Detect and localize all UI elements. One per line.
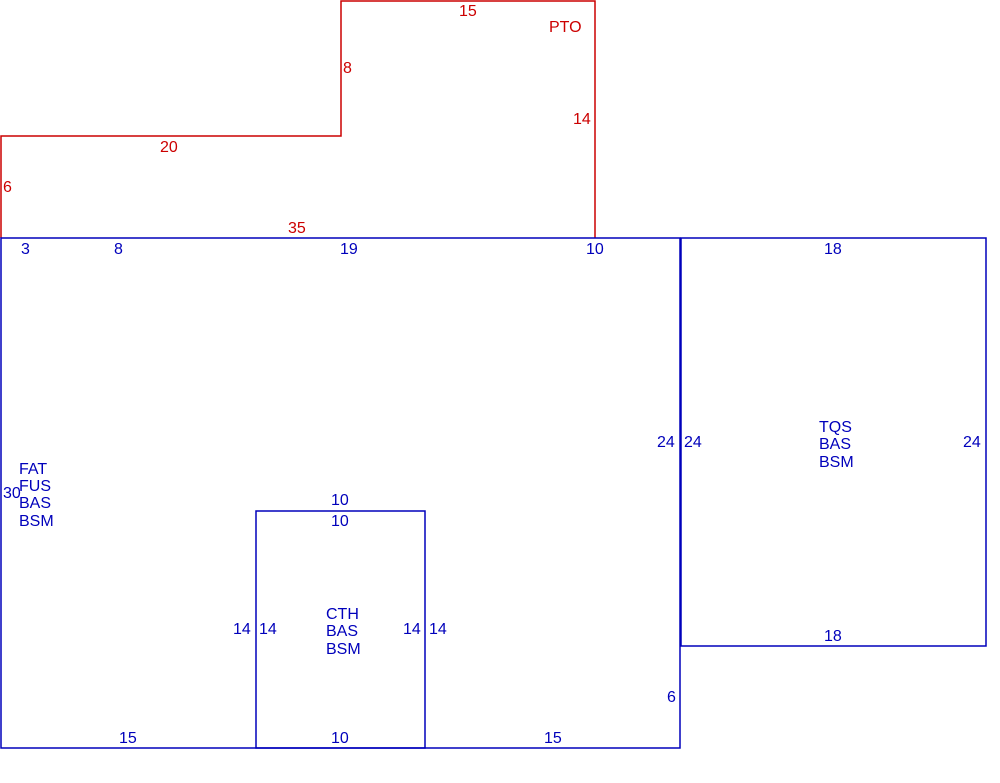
main-area-group: 3 8 19 10 30 24 6 15 15 FAT FUS BAS BSM (0, 237, 681, 749)
inner-dim-right-outer: 14 (429, 621, 447, 638)
side-dim-right: 24 (963, 434, 981, 451)
side-area-outline (680, 237, 987, 647)
main-area-code-1: FAT (19, 461, 47, 478)
main-dim-bottom-left: 15 (119, 730, 137, 747)
side-area-group: 18 24 24 18 TQS BAS BSM (680, 237, 987, 647)
main-dim-top-d: 10 (586, 241, 604, 258)
patio-dim-step: 8 (343, 60, 352, 77)
side-area-code-3: BSM (819, 454, 854, 471)
side-area-code-1: TQS (819, 419, 852, 436)
inner-dim-top-inner: 10 (331, 513, 349, 530)
side-dim-top: 18 (824, 241, 842, 258)
inner-dim-bottom: 10 (331, 730, 349, 747)
main-dim-top-c: 19 (340, 241, 358, 258)
patio-dim-upper-left: 20 (160, 139, 178, 156)
patio-dim-left: 6 (3, 179, 12, 196)
inner-dim-left-inner: 14 (259, 621, 277, 638)
main-dim-right: 24 (657, 434, 675, 451)
side-dim-bottom: 18 (824, 628, 842, 645)
main-dim-top-a: 3 (21, 241, 30, 258)
main-dim-top-b: 8 (114, 241, 123, 258)
patio-dim-right: 14 (573, 111, 591, 128)
inner-dim-right-inner: 14 (403, 621, 421, 638)
patio-group: PTO 15 8 14 20 6 35 (0, 0, 596, 238)
patio-dim-bottom: 35 (288, 220, 306, 237)
main-area-outline (0, 237, 681, 749)
main-area-code-3: BAS (19, 495, 51, 512)
inner-area-group: 10 10 14 14 14 14 10 CTH BAS BSM (233, 492, 447, 749)
inner-dim-top-outer: 10 (331, 492, 349, 509)
patio-label: PTO (549, 19, 582, 36)
patio-dim-top: 15 (459, 3, 477, 20)
inner-area-code-3: BSM (326, 641, 361, 658)
main-dim-left: 30 (3, 485, 21, 502)
main-area-code-4: BSM (19, 513, 54, 530)
main-dim-notch: 6 (667, 689, 676, 706)
inner-dim-left-outer: 14 (233, 621, 251, 638)
patio-outline (0, 0, 596, 238)
main-dim-bottom-right: 15 (544, 730, 562, 747)
inner-area-code-1: CTH (326, 606, 359, 623)
inner-area-code-2: BAS (326, 623, 358, 640)
inner-area-outline (255, 510, 426, 749)
side-area-code-2: BAS (819, 436, 851, 453)
main-area-code-2: FUS (19, 478, 51, 495)
side-dim-left: 24 (684, 434, 702, 451)
